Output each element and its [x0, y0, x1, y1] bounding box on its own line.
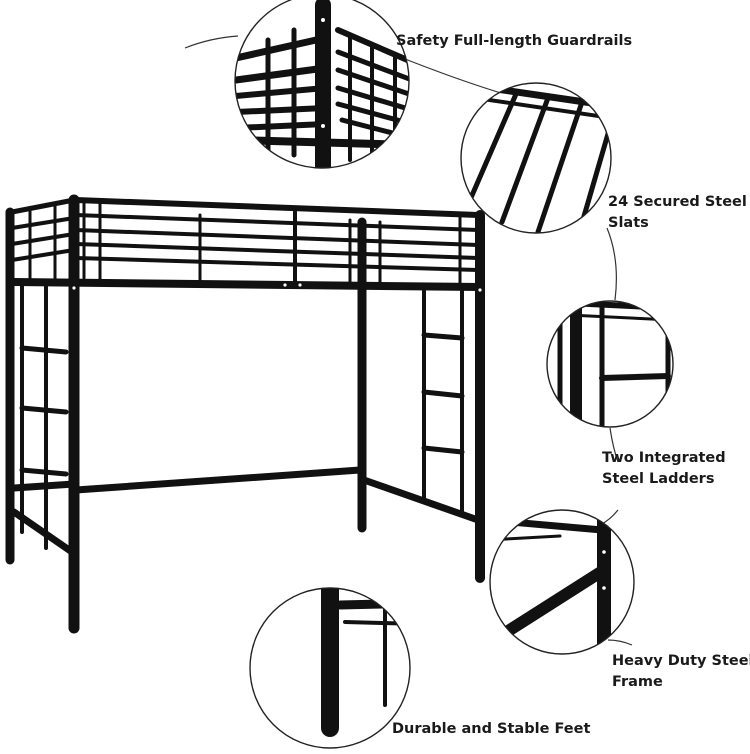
- ladders-label-line1: Two Integrated: [602, 450, 726, 466]
- guardrails-label-text: Safety Full-length Guardrails: [396, 33, 633, 49]
- feet-label-text: Durable and Stable Feet: [392, 721, 591, 737]
- guardrails-label: Safety Full-length Guardrails: [396, 31, 632, 52]
- frame-label: Heavy Duty Steel Frame: [612, 651, 750, 693]
- slats-label-line1: 24 Secured Steel: [608, 194, 747, 210]
- ladders-label-line2: Steel Ladders: [602, 471, 715, 487]
- slats-label: 24 Secured Steel Slats: [608, 192, 747, 234]
- feet-detail-lens: [249, 587, 411, 749]
- loft-bed-frame: [5, 194, 485, 634]
- feet-label: Durable and Stable Feet: [392, 719, 590, 740]
- slats-detail-lens: [460, 82, 612, 234]
- guardrails-detail-lens: [234, 0, 410, 169]
- frame-label-line2: Frame: [612, 674, 663, 690]
- frame-detail-lens: [489, 509, 635, 655]
- ladders-detail-lens: [546, 300, 674, 428]
- slats-label-line2: Slats: [608, 215, 649, 231]
- frame-label-line1: Heavy Duty Steel: [612, 653, 750, 669]
- ladders-label: Two Integrated Steel Ladders: [602, 448, 726, 490]
